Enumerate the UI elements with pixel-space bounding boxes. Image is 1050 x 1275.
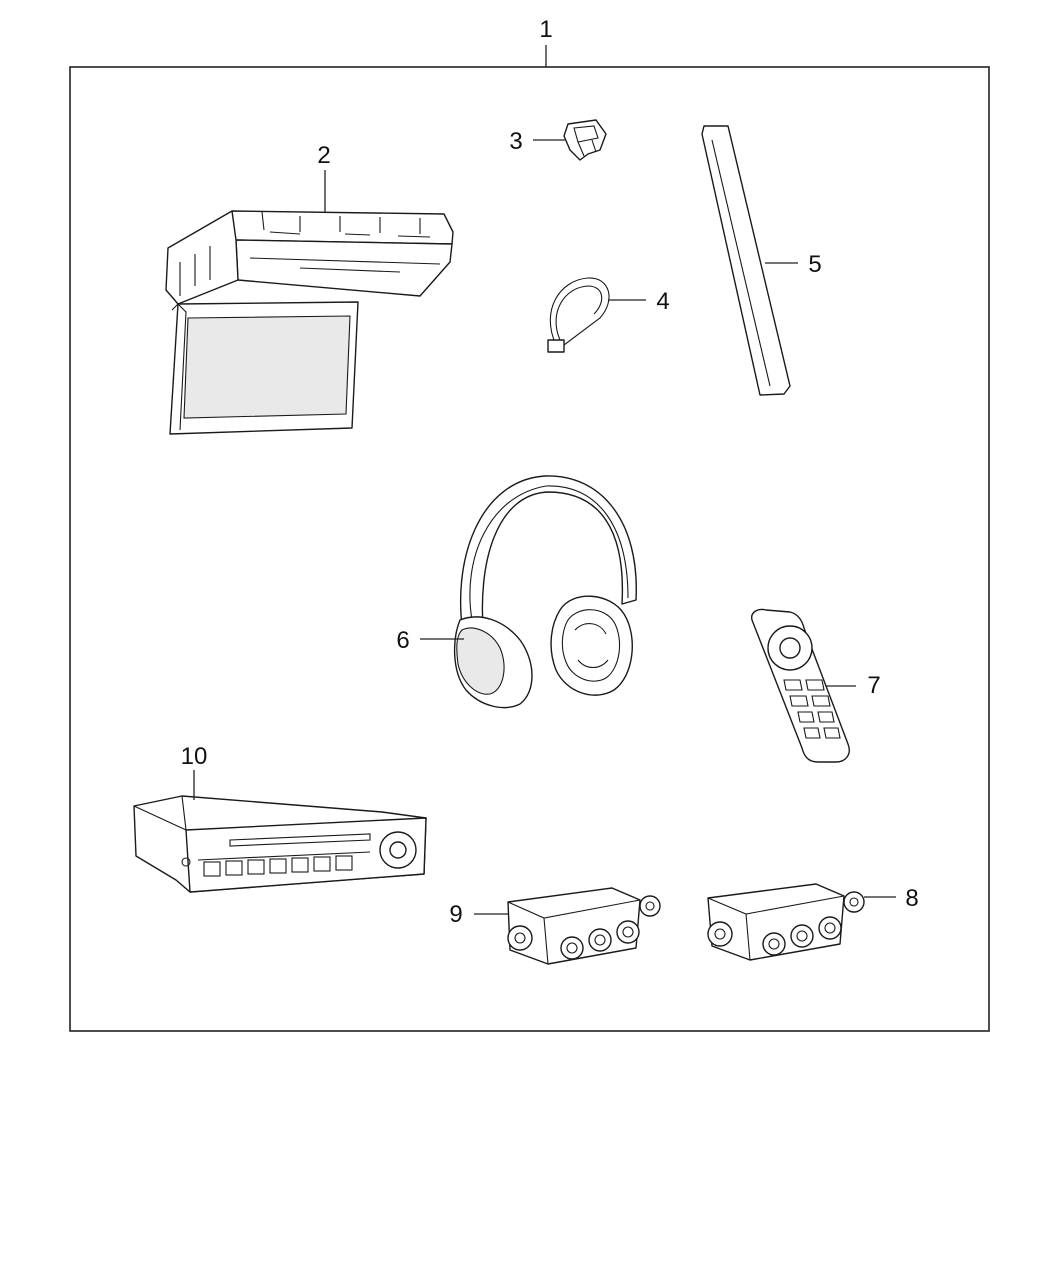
- av-jack-module-part-9[interactable]: [507, 887, 661, 965]
- dvd-player-part[interactable]: [133, 795, 427, 893]
- callout-7[interactable]: 7: [867, 672, 880, 699]
- overhead-monitor-part[interactable]: [165, 210, 454, 435]
- callout-4[interactable]: 4: [656, 288, 669, 315]
- callout-3[interactable]: 3: [509, 128, 522, 155]
- av-jack-module-part-8[interactable]: [707, 883, 865, 961]
- callout-8[interactable]: 8: [905, 885, 918, 912]
- callout-6[interactable]: 6: [396, 627, 409, 654]
- callout-10[interactable]: 10: [181, 743, 208, 770]
- remote-control-part[interactable]: [751, 608, 850, 763]
- callout-2[interactable]: 2: [317, 142, 330, 169]
- callout-1[interactable]: 1: [539, 16, 552, 43]
- kit-frame: [69, 66, 990, 1032]
- callout-5[interactable]: 5: [808, 251, 821, 278]
- strip-part[interactable]: [701, 125, 791, 396]
- clip-part[interactable]: [563, 119, 607, 161]
- callout-9[interactable]: 9: [449, 901, 462, 928]
- headphones-part[interactable]: [453, 475, 637, 709]
- cable-tie-part[interactable]: [547, 277, 610, 353]
